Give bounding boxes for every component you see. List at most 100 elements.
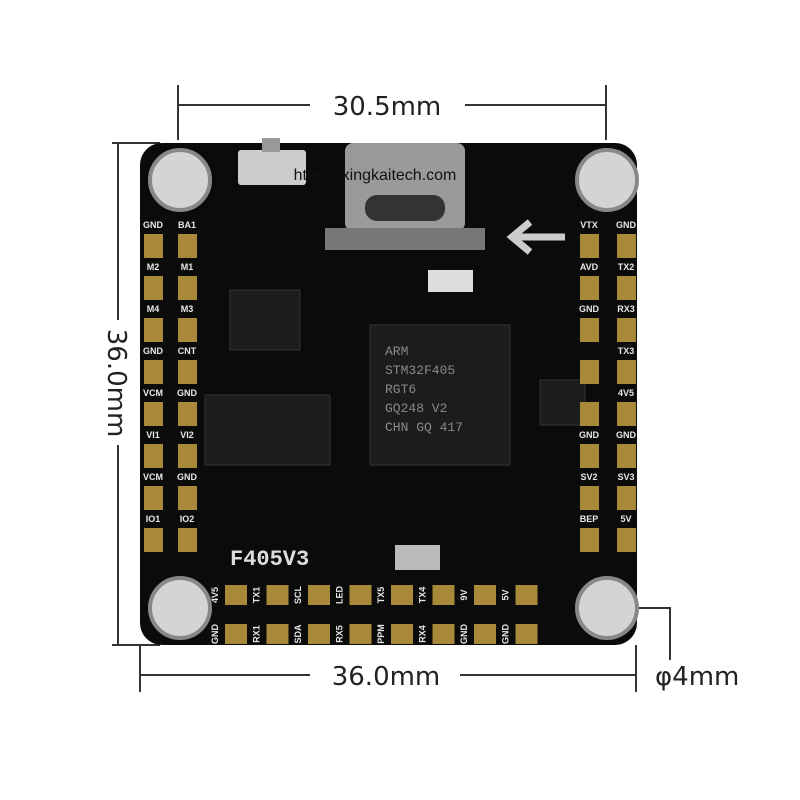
pad-label: VI2 <box>180 430 194 440</box>
solder-pad <box>580 528 599 552</box>
solder-pads: GNDM2M4GNDVCMVI1VCMIO1BA1M1M3CNTGNDVI2GN… <box>143 220 637 644</box>
solder-pad <box>474 624 496 644</box>
pad-label: AVD <box>580 262 599 272</box>
pad-label: M4 <box>147 304 160 314</box>
solder-pad <box>144 360 163 384</box>
mounting-hole <box>148 148 212 212</box>
solder-pad <box>178 528 197 552</box>
mounting-hole <box>148 576 212 640</box>
diode <box>428 270 473 292</box>
pad-label: 9V <box>459 589 469 600</box>
watermark: https://xingkaitech.com <box>294 167 457 184</box>
solder-pad <box>432 624 455 644</box>
pad-label: GND <box>143 346 164 356</box>
solder-pad <box>515 585 538 605</box>
mounting-hole <box>575 576 639 640</box>
mounting-hole <box>575 148 639 212</box>
pad-label: RX4 <box>418 625 428 643</box>
solder-pad <box>617 318 636 342</box>
solder-pad <box>225 624 247 644</box>
pad-label: GND <box>177 388 198 398</box>
solder-pad <box>580 234 599 258</box>
crystal <box>395 545 440 570</box>
mcu-marking-line: STM32F405 <box>385 363 455 378</box>
osd-chip <box>204 394 331 466</box>
height-dimension-label: 36.0mm <box>101 329 131 438</box>
gyro-chip <box>229 289 301 351</box>
solder-pad <box>178 486 197 510</box>
solder-pad <box>266 585 289 605</box>
solder-pad <box>580 402 599 426</box>
pad-label: TX3 <box>618 346 635 356</box>
mounting-holes <box>148 148 639 640</box>
solder-pad <box>515 624 538 644</box>
boot-button <box>238 150 306 185</box>
solder-pad <box>308 585 330 605</box>
pad-label: VCM <box>143 472 163 482</box>
pad-label: M1 <box>181 262 194 272</box>
pad-label: RX1 <box>252 625 262 643</box>
solder-pad <box>617 486 636 510</box>
solder-pad <box>617 402 636 426</box>
solder-pad <box>178 318 197 342</box>
solder-pad <box>178 360 197 384</box>
pad-label: M2 <box>147 262 160 272</box>
solder-pad <box>144 402 163 426</box>
pad-label: TX1 <box>252 587 262 604</box>
baro-chip <box>539 379 586 426</box>
solder-pad <box>617 528 636 552</box>
arrow-icon <box>506 219 565 255</box>
solder-pad <box>144 486 163 510</box>
board-model-label: F405V3 <box>230 547 309 572</box>
dimension-lines <box>112 85 671 692</box>
solder-pad <box>432 585 455 605</box>
pad-label: IO2 <box>180 514 195 524</box>
pad-label: M3 <box>181 304 194 314</box>
solder-pad <box>580 360 599 384</box>
pad-label: RX5 <box>335 625 345 643</box>
pad-label: RX3 <box>617 304 635 314</box>
solder-pad <box>580 318 599 342</box>
pad-label: VCM <box>143 388 163 398</box>
pad-label: PPM <box>376 624 386 644</box>
pad-label: CNT <box>178 346 197 356</box>
pad-label: GND <box>459 624 469 645</box>
pad-label: TX4 <box>418 587 428 604</box>
pad-label: TX2 <box>618 262 635 272</box>
solder-pad <box>580 444 599 468</box>
pad-label: 5V <box>501 589 511 600</box>
solder-pad <box>617 276 636 300</box>
solder-pad <box>580 276 599 300</box>
pad-label: BEP <box>580 514 599 524</box>
pad-label: GND <box>616 220 637 230</box>
solder-pad <box>144 234 163 258</box>
solder-pad <box>474 585 496 605</box>
solder-pad <box>178 402 197 426</box>
solder-pad <box>144 528 163 552</box>
solder-pad <box>580 486 599 510</box>
pad-label: SCL <box>293 585 303 604</box>
solder-pad <box>617 444 636 468</box>
pad-label: SV2 <box>580 472 597 482</box>
hole-diameter-label: φ4mm <box>655 662 739 692</box>
bottom-dimension-label: 36.0mm <box>332 662 441 692</box>
usb-c-port <box>365 195 445 221</box>
pad-label: IO1 <box>146 514 161 524</box>
solder-pad <box>349 585 372 605</box>
pad-label: VI1 <box>146 430 160 440</box>
pad-label: GND <box>579 304 600 314</box>
pad-label: GND <box>210 624 220 645</box>
mcu-marking-line: CHN GQ 417 <box>385 420 463 435</box>
solder-pad <box>144 444 163 468</box>
solder-pad <box>617 360 636 384</box>
pad-label: 4V5 <box>210 587 220 603</box>
pad-label: VTX <box>580 220 598 230</box>
solder-pad <box>391 585 413 605</box>
usb-c-pads <box>325 228 485 250</box>
pad-label: 5V <box>620 514 631 524</box>
mcu-chip <box>369 324 511 466</box>
solder-pad <box>178 234 197 258</box>
